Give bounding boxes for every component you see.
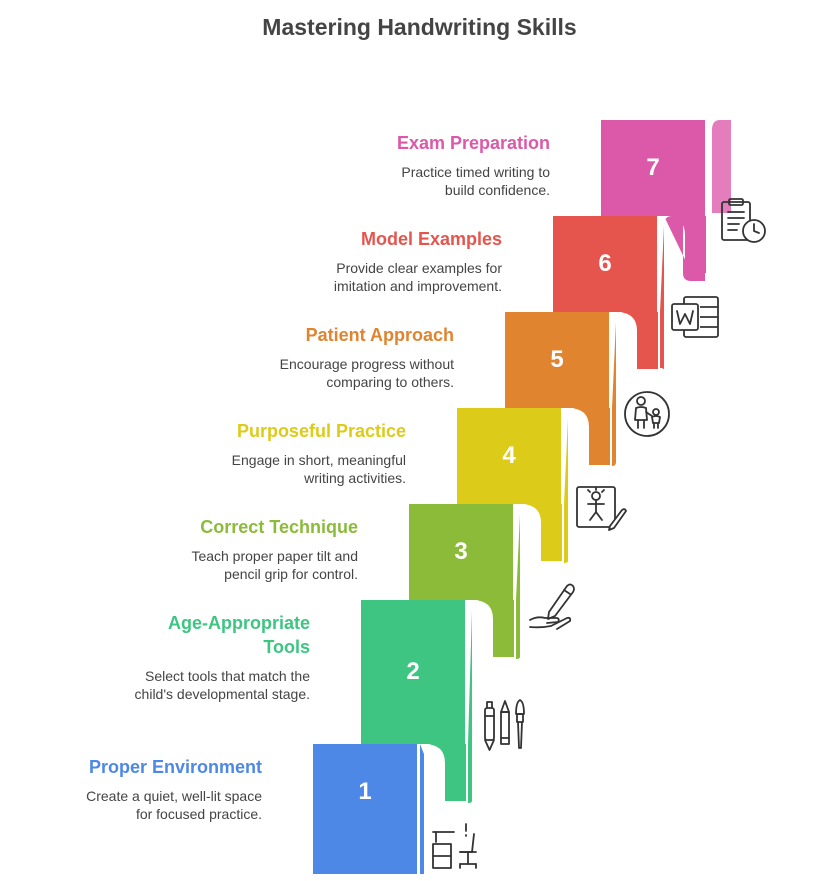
step-4-text: Purposeful Practice Engage in short, mea… <box>186 419 406 487</box>
step-2-number: 2 <box>406 658 419 685</box>
step-1-face <box>313 744 417 874</box>
step-5-number: 5 <box>550 346 563 373</box>
step-3-face <box>409 504 513 600</box>
step-7-text: Exam Preparation Practice timed writing … <box>330 131 550 199</box>
step-2-description: Select tools that match the child's deve… <box>134 668 310 702</box>
step-2-heading: Age-Appropriate Tools <box>167 613 310 657</box>
drawing-board-icon <box>574 484 628 534</box>
step-7-face <box>601 120 705 216</box>
step-1-block: 1 <box>313 744 466 874</box>
step-7-number: 7 <box>646 154 659 181</box>
step-2-face <box>361 600 465 744</box>
step-6-curl <box>660 226 664 370</box>
step-3-text: Correct Technique Teach proper paper til… <box>138 515 358 583</box>
step-5-description: Encourage progress without comparing to … <box>279 356 454 390</box>
step-4-heading: Purposeful Practice <box>236 421 406 441</box>
step-3-number: 3 <box>454 538 467 565</box>
step-5-heading: Patient Approach <box>305 325 454 345</box>
step-6-text: Model Examples Provide clear examples fo… <box>282 227 502 295</box>
step-2-text: Age-Appropriate Tools Select tools that … <box>120 611 310 703</box>
step-3-heading: Correct Technique <box>200 517 358 537</box>
step-4-number: 4 <box>502 442 516 469</box>
step-5-text: Patient Approach Encourage progress with… <box>234 323 454 391</box>
step-3-block: 3 <box>409 504 562 659</box>
desk-chair-icon <box>430 822 482 872</box>
step-6-heading: Model Examples <box>360 229 502 249</box>
step-6-block: 6 <box>553 216 706 370</box>
step-4-description: Engage in short, meaningful writing acti… <box>231 452 406 486</box>
step-1-description: Create a quiet, well-lit space for focus… <box>86 788 262 822</box>
step-5-curl <box>612 322 616 466</box>
step-6-description: Provide clear examples for imitation and… <box>333 260 502 294</box>
pencils-brush-icon <box>482 698 528 752</box>
step-6-number: 6 <box>598 250 611 277</box>
step-1-heading: Proper Environment <box>88 757 262 777</box>
hand-pencil-icon <box>527 580 579 632</box>
diagram-title: Mastering Handwriting Skills <box>262 14 577 40</box>
parent-child-icon <box>623 390 673 438</box>
step-3-curl <box>516 514 520 659</box>
step-6-face <box>553 216 657 312</box>
word-document-icon <box>670 294 722 340</box>
step-7-description: Practice timed writing to build confiden… <box>401 164 550 198</box>
step-5-block: 5 <box>505 312 658 466</box>
step-3-description: Teach proper paper tilt and pencil grip … <box>191 548 358 582</box>
step-7-heading: Exam Preparation <box>396 133 550 153</box>
step-6-flap <box>664 216 705 281</box>
step-2-curl <box>468 610 472 803</box>
step-4-curl <box>564 418 568 563</box>
step-4-block: 4 <box>457 408 610 563</box>
step-2-block: 2 <box>361 600 514 803</box>
step-1-number: 1 <box>358 778 371 805</box>
step-1-text: Proper Environment Create a quiet, well-… <box>42 755 262 823</box>
step-5-face <box>505 312 609 408</box>
step-4-face <box>457 408 561 504</box>
clipboard-clock-icon <box>719 196 769 246</box>
